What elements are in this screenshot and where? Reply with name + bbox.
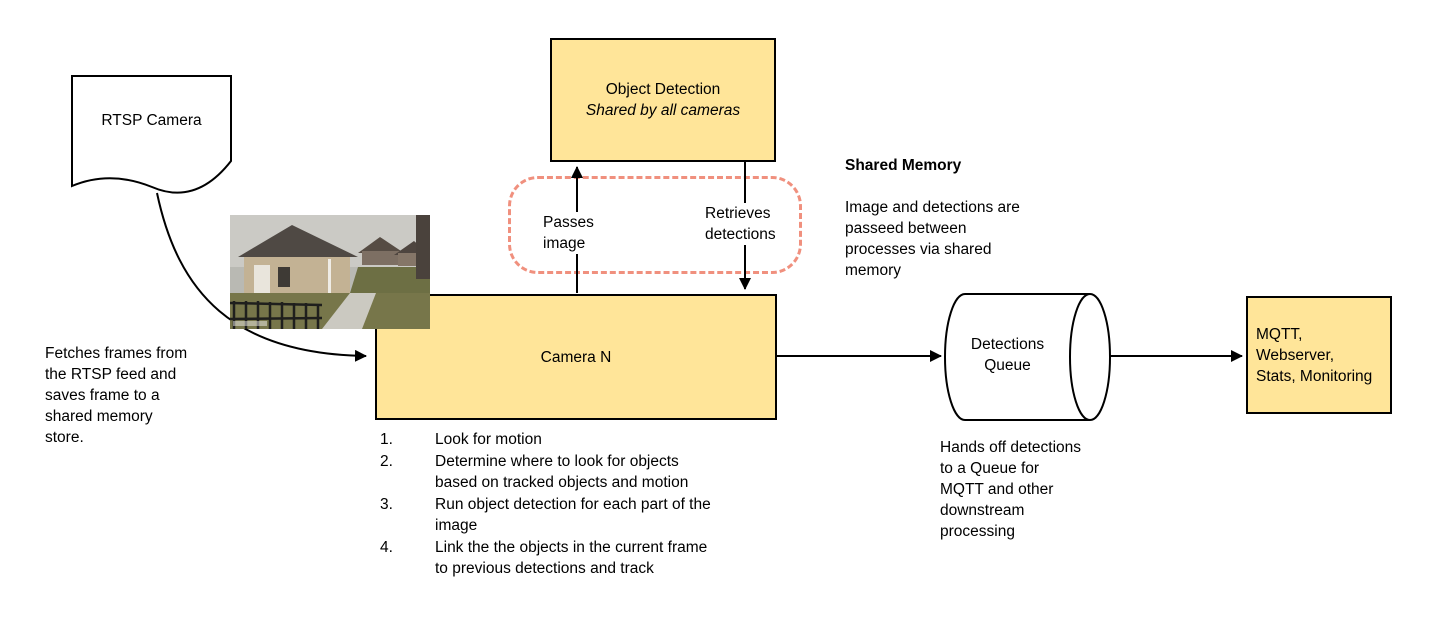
step-number: 4. [380,539,393,556]
rtsp-camera-shape [71,75,232,194]
retrieves-detections-label: Retrieves detections [703,203,778,245]
node-camera-n: Camera N [375,294,777,420]
step-number: 1. [380,431,393,448]
outputs-label: MQTT, Webserver, Stats, Monitoring [1256,325,1373,385]
shared-memory-note: Shared Memory Image and detections are p… [845,134,1070,302]
camera-step-1: 1. Look for motion [380,429,790,450]
camera-snapshot-image [229,215,430,329]
step-text: Look for motion [435,431,542,448]
camera-step-2: 2. Determine where to look for objects b… [380,451,790,493]
step-number: 3. [380,496,393,513]
camera-step-3: 3. Run object detection for each part of… [380,494,790,536]
step-text: Run object detection for each part of th… [435,496,711,534]
camera-steps-list: 1. Look for motion 2. Determine where to… [380,429,790,580]
fetch-frames-arrow [156,192,367,362]
fetch-frames-note: Fetches frames from the RTSP feed and sa… [45,345,188,446]
camera-step-4: 4. Link the the objects in the current f… [380,537,790,579]
step-text: Link the the objects in the current fram… [435,539,708,577]
detections-queue-cylinder [944,293,1111,421]
shared-memory-boundary [508,176,802,274]
step-text: Determine where to look for objects base… [435,453,689,491]
passes-image-label: Passes image [541,212,596,254]
object-detection-title: Object Detection [605,81,721,98]
shared-memory-note-body: Image and detections are passeed between… [845,199,1020,279]
camera-snapshot [229,215,430,329]
shared-memory-note-title: Shared Memory [845,157,962,174]
rtsp-camera-label: RTSP Camera [101,112,202,129]
detections-queue-label: Detections Queue [970,336,1045,374]
node-outputs: MQTT, Webserver, Stats, Monitoring [1246,296,1392,414]
queue-handoff-note: Hands off detections to a Queue for MQTT… [940,439,1082,540]
camera-n-label: Camera N [540,348,612,366]
node-object-detection: Object Detection Shared by all cameras [550,38,776,162]
step-number: 2. [380,453,393,470]
object-detection-subtitle: Shared by all cameras [585,102,741,119]
